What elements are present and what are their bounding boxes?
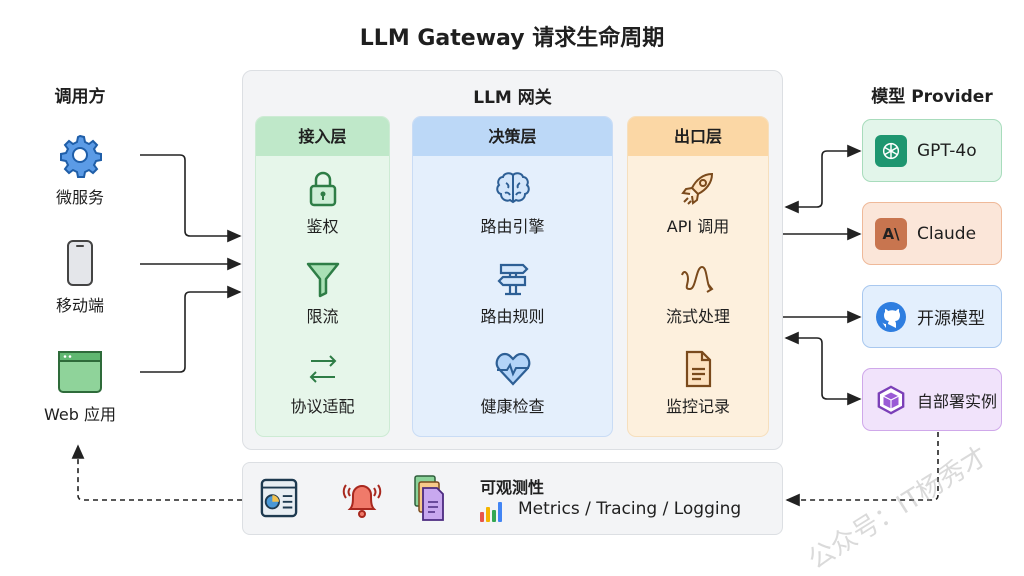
caller-label: 移动端 [55, 296, 104, 315]
caller-microservice: 微服务 [25, 132, 135, 208]
provider-gpt4o: GPT-4o [862, 119, 1002, 182]
provider-label: 开源模型 [917, 309, 985, 329]
item-label: 健康检查 [480, 397, 545, 416]
arrow-microservice [140, 154, 242, 243]
item-label: 路由规则 [480, 307, 545, 326]
gateway-title: LLM 网关 [473, 88, 552, 108]
caller-label: Web 应用 [44, 405, 116, 424]
connector-arrows [71, 144, 939, 507]
brain-icon [493, 169, 533, 209]
cube-icon [875, 384, 907, 416]
logs-icon [413, 474, 445, 526]
provider-self-hosted: 自部署实例 [862, 368, 1002, 431]
layer-decision: 决策层 路由引擎 路由规则 健康检查 [412, 116, 613, 437]
layer-egress: 出口层 API 调用 流式处理 监控记录 [627, 116, 769, 437]
layer-title: 决策层 [413, 117, 612, 156]
openai-icon [875, 134, 907, 167]
browser-icon [57, 349, 103, 395]
layer-title: 接入层 [256, 117, 389, 156]
github-icon [875, 301, 907, 333]
observability-subtitle: Metrics / Tracing / Logging [518, 499, 742, 519]
provider-label: 自部署实例 [917, 391, 998, 411]
dashboard-icon [260, 477, 298, 523]
lock-icon [303, 169, 343, 209]
observability-box [242, 462, 783, 535]
item-label: 监控记录 [665, 397, 730, 416]
observability-title: 可观测性 [480, 478, 545, 497]
alarm-bell-icon [340, 475, 384, 525]
provider-open-source: 开源模型 [862, 285, 1002, 348]
document-icon [678, 349, 718, 389]
item-label: API 调用 [666, 217, 730, 236]
caller-label: 微服务 [55, 188, 104, 207]
provider-claude: A\ Claude [862, 202, 1002, 265]
arrow-self-hosted [784, 331, 862, 406]
item-label: 鉴权 [306, 217, 339, 236]
item-label: 协议适配 [290, 397, 355, 416]
heart-pulse-icon [493, 349, 533, 389]
caller-mobile: 移动端 [25, 240, 135, 316]
callers-heading: 调用方 [54, 87, 106, 107]
caller-web: Web 应用 [25, 349, 135, 425]
layer-access: 接入层 鉴权 限流 协议适配 [255, 116, 390, 437]
providers-heading: 模型 Provider [871, 87, 993, 107]
swap-arrows-icon [303, 349, 343, 389]
arrow-web [140, 285, 242, 373]
dashed-arrow-observability-to-web [71, 444, 242, 501]
item-label: 限流 [306, 307, 339, 326]
provider-label: Claude [917, 223, 977, 244]
arrow-gpt [784, 144, 862, 214]
rocket-icon [678, 169, 718, 209]
item-label: 路由引擎 [480, 217, 545, 236]
signpost-icon [493, 259, 533, 299]
dashed-arrow-provider-to-observability [785, 432, 939, 507]
diagram-title: LLM Gateway 请求生命周期 [359, 26, 665, 51]
phone-icon [57, 240, 103, 286]
stream-icon [678, 259, 718, 299]
layer-title: 出口层 [628, 117, 768, 156]
gear-icon [57, 132, 103, 178]
funnel-icon [303, 259, 343, 299]
bar-chart-icon [480, 500, 512, 522]
anthropic-icon: A\ [875, 217, 907, 250]
provider-label: GPT-4o [917, 140, 977, 161]
item-label: 流式处理 [665, 307, 730, 326]
